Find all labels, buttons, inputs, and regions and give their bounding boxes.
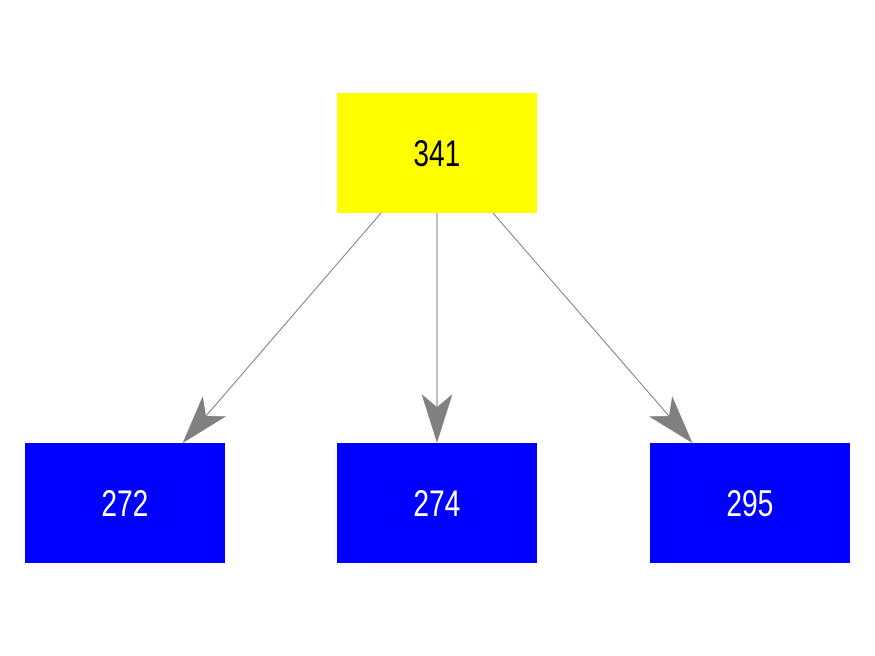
edge-341-295 — [492, 212, 693, 444]
node-274-label: 274 — [413, 482, 461, 524]
node-274[interactable]: 274 — [337, 443, 537, 563]
node-341[interactable]: 341 — [337, 93, 537, 213]
node-295-label: 295 — [726, 482, 774, 524]
node-295[interactable]: 295 — [650, 443, 850, 563]
node-341-label: 341 — [413, 132, 461, 174]
node-272[interactable]: 272 — [25, 443, 225, 563]
edge-341-272 — [182, 212, 382, 444]
node-272-label: 272 — [101, 482, 149, 524]
